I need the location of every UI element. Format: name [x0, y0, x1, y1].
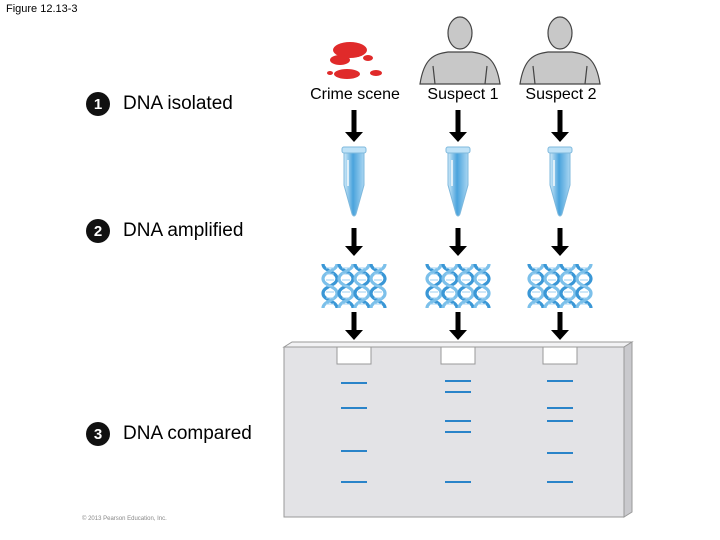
figure-title: Figure 12.13-3: [6, 3, 78, 15]
test-tube-icon: [341, 146, 367, 217]
step-2: 2 DNA amplified: [86, 219, 243, 243]
dna-helix-icon: [425, 263, 443, 309]
dna-helix-icon: [559, 263, 577, 309]
dna-helix-icon: [353, 263, 371, 309]
test-tube-icon: [445, 146, 471, 217]
column-label-crime-scene: Crime scene: [310, 86, 400, 103]
person-silhouette-icon: [519, 16, 601, 85]
dna-helix-icon: [527, 263, 545, 309]
down-arrow-head: [449, 246, 467, 256]
step-1: 1 DNA isolated: [86, 92, 233, 116]
column-label-suspect-1: Suspect 1: [427, 86, 499, 103]
down-arrow-head: [345, 246, 363, 256]
step-number: 3: [86, 422, 110, 446]
dna-helix-icon: [337, 263, 355, 309]
step-label: DNA isolated: [123, 93, 233, 114]
down-arrow-head: [551, 132, 569, 142]
dna-helix-icon: [543, 263, 561, 309]
down-arrow-head: [449, 330, 467, 340]
down-arrow-head: [551, 330, 569, 340]
dna-helix-icon: [457, 263, 475, 309]
blood-drops-icon: [327, 42, 382, 79]
copyright: © 2013 Pearson Education, Inc.: [82, 516, 167, 522]
down-arrow-head: [551, 246, 569, 256]
gel-electrophoresis: [282, 341, 634, 518]
test-tube-icon: [547, 146, 573, 217]
person-silhouette-icon: [419, 16, 501, 85]
step-number: 1: [86, 92, 110, 116]
gel-top-face: [282, 341, 634, 348]
step-3: 3 DNA compared: [86, 422, 252, 446]
dna-helix-icon: [321, 263, 339, 309]
dna-helix-icon: [441, 263, 459, 309]
column-label-suspect-2: Suspect 2: [525, 86, 597, 103]
step-number: 2: [86, 219, 110, 243]
down-arrow-head: [345, 132, 363, 142]
step-label: DNA compared: [123, 423, 252, 444]
gel-side-face: [623, 341, 633, 518]
down-arrow-head: [449, 132, 467, 142]
down-arrow-head: [345, 330, 363, 340]
dna-helix-icon: [473, 263, 491, 309]
dna-helix-icon: [369, 263, 387, 309]
dna-helix-icon: [575, 263, 593, 309]
step-label: DNA amplified: [123, 220, 244, 241]
